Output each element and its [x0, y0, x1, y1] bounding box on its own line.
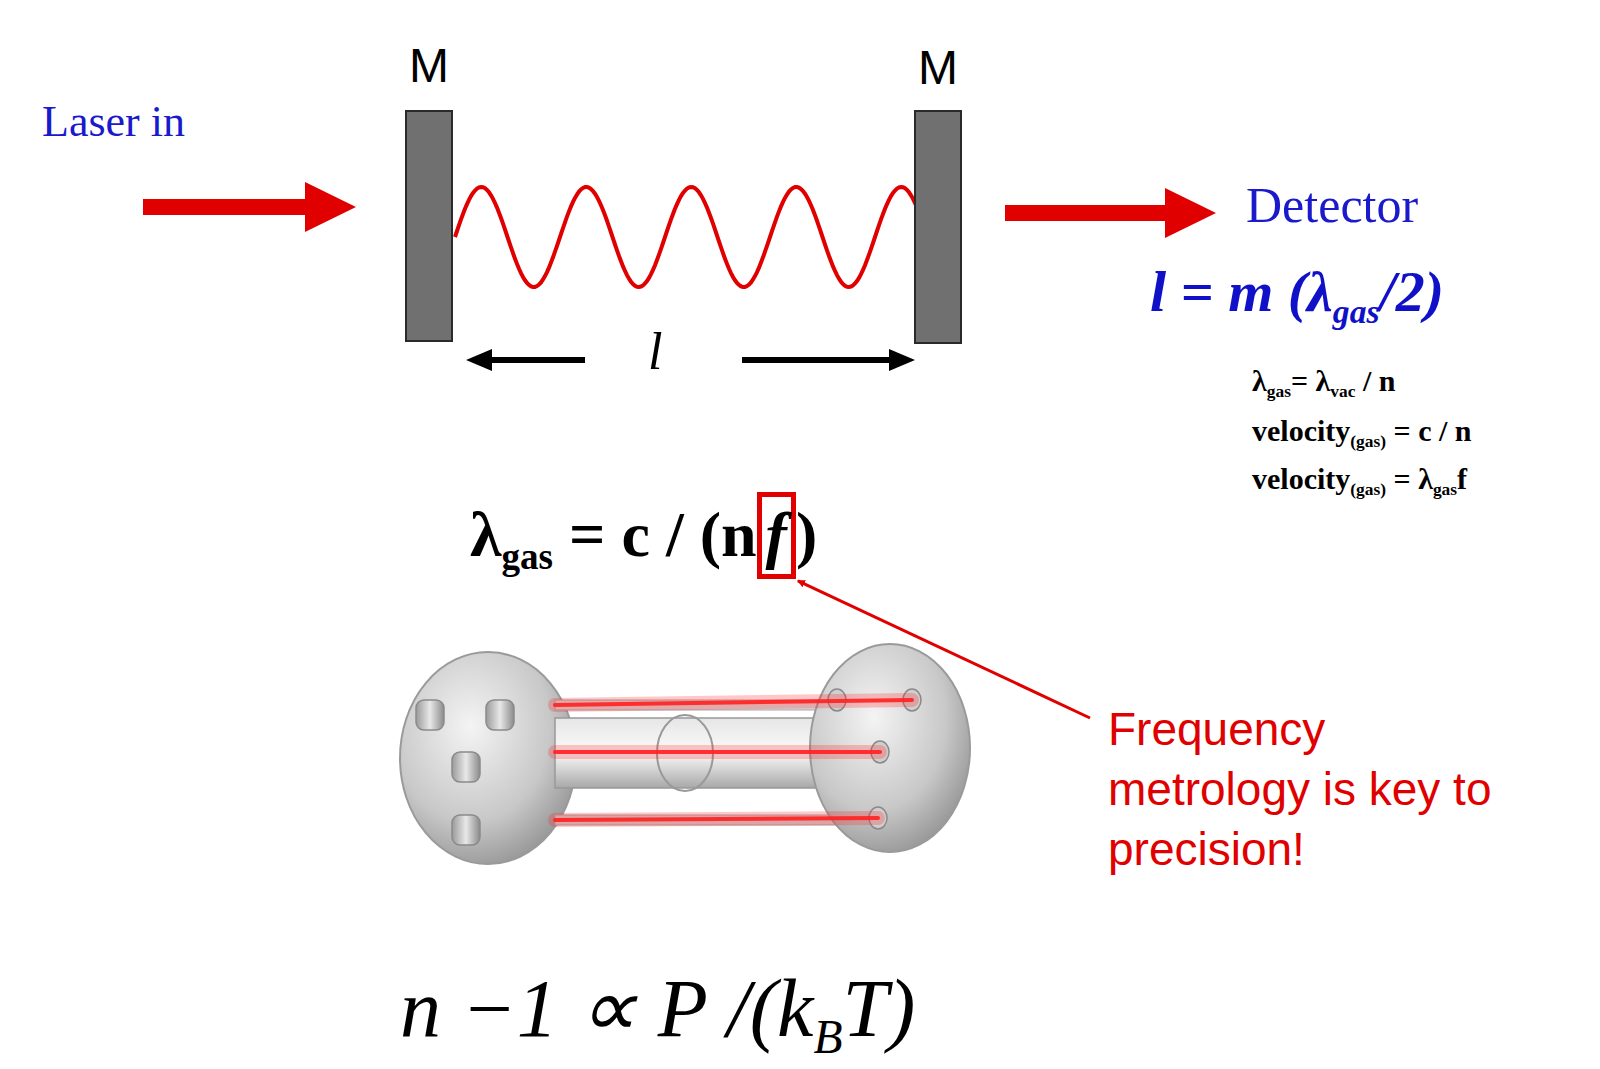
- gas-cell-illustration: [400, 644, 970, 864]
- gas-wavelength-formula-part: = c / (n: [553, 499, 757, 570]
- detector-label: Detector: [1246, 176, 1418, 234]
- wavelength-formula: λgas= λvac / n: [1252, 364, 1395, 402]
- standing-wave: [455, 187, 919, 287]
- wavelength-formula-part: = λ: [1291, 364, 1330, 397]
- gas-wavelength-formula-part: λ: [470, 499, 501, 570]
- laser-in-arrow: [143, 182, 356, 232]
- subscript: (gas): [1350, 479, 1386, 499]
- subscript: gas: [1333, 293, 1380, 330]
- refractivity-formula-part: T): [842, 963, 915, 1054]
- velocity-formula-part: velocity: [1252, 462, 1350, 495]
- mirror-label: M: [912, 44, 964, 92]
- dimension-label-part: l: [648, 323, 662, 380]
- velocity-formula: velocity(gas) = c / n: [1252, 414, 1471, 452]
- subscript: gas: [1267, 381, 1291, 401]
- gas-wavelength-formula-part: ): [796, 499, 817, 570]
- wavelength-formula-part: λ: [1252, 364, 1267, 397]
- velocity-formula: velocity(gas) = λgasf: [1252, 462, 1467, 500]
- dimension-arrows: [466, 349, 915, 371]
- detector-arrow: [1005, 188, 1216, 238]
- subscript: gas: [1433, 479, 1457, 499]
- detector-label-part: Detector: [1246, 177, 1418, 233]
- mirror: M: [400, 42, 476, 342]
- subscript: B: [813, 1011, 842, 1063]
- refractivity-formula-part: n −1 ∝ P /(k: [400, 963, 813, 1054]
- mirror-plate: [914, 110, 962, 344]
- velocity-formula-part: = c / n: [1386, 414, 1471, 447]
- subscript: (gas): [1350, 431, 1386, 451]
- wavelength-formula-part: / n: [1355, 364, 1395, 397]
- subscript: vac: [1330, 381, 1355, 401]
- velocity-formula-part: velocity: [1252, 414, 1350, 447]
- velocity-formula-part: f: [1457, 462, 1467, 495]
- velocity-formula-part: = λ: [1386, 462, 1433, 495]
- gas-wavelength-formula-part: f: [757, 492, 796, 579]
- callout-note: Frequency metrology is key to precision!: [1108, 700, 1518, 879]
- mirror: M: [912, 44, 988, 344]
- resonance-formula-part: l = m (λ: [1150, 259, 1333, 324]
- gas-wavelength-formula: λgas = c / (nf): [470, 492, 817, 579]
- dimension-label: l: [648, 322, 662, 381]
- resonance-formula-part: /2): [1380, 259, 1444, 324]
- leader-line: [798, 581, 1090, 718]
- mirror-plate: [405, 110, 453, 342]
- input-label: Laser in: [42, 96, 185, 147]
- callout-note-part: Frequency metrology is key to precision!: [1108, 703, 1491, 875]
- resonance-formula: l = m (λgas/2): [1150, 258, 1444, 331]
- refractivity-formula: n −1 ∝ P /(kBT): [400, 960, 915, 1064]
- mirror-label: M: [400, 42, 458, 90]
- subscript: gas: [501, 536, 553, 577]
- input-label-part: Laser in: [42, 97, 185, 146]
